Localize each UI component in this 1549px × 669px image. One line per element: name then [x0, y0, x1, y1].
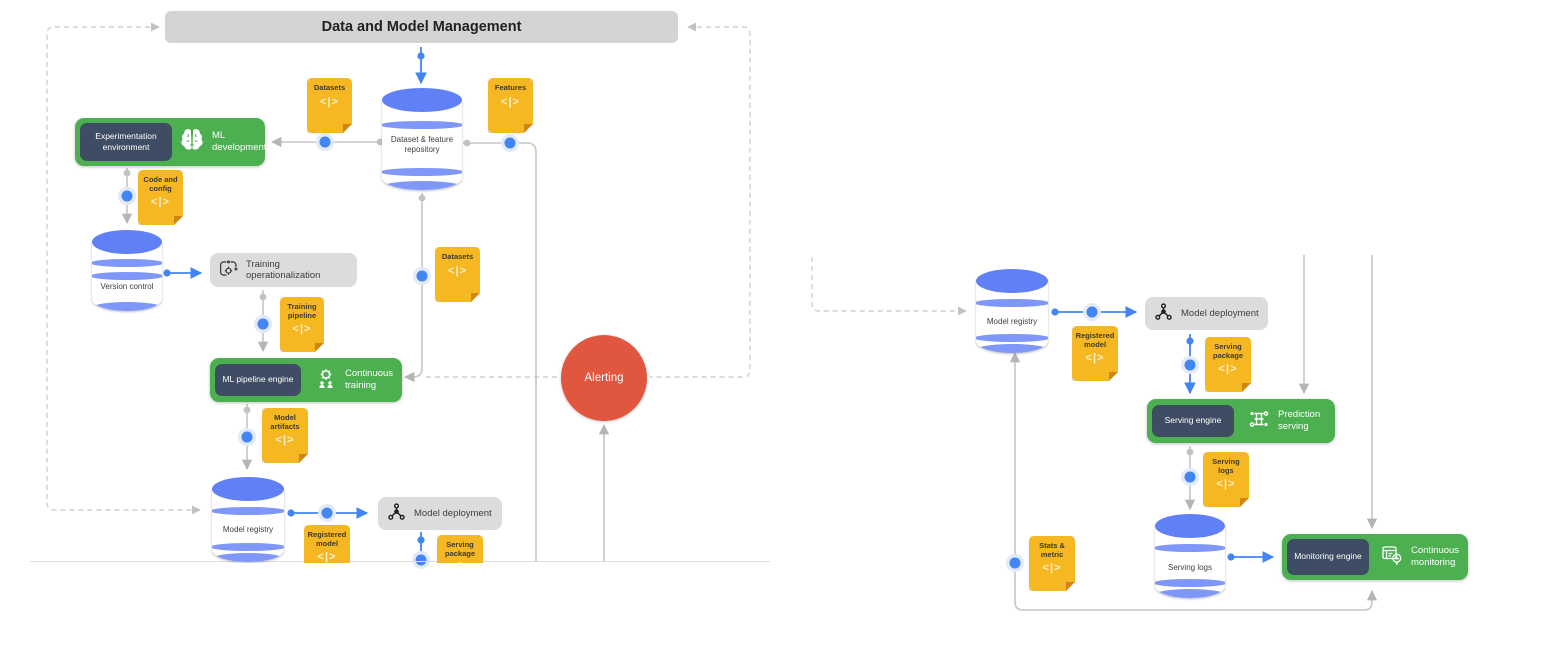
note-label: Datasets	[313, 83, 346, 92]
note-label: Registered model	[1075, 331, 1115, 349]
connector-dashed-into-model-registry-right	[811, 257, 967, 316]
db-cylinder-top	[212, 477, 284, 501]
db-cylinder-top	[976, 269, 1048, 293]
note-stats-metric: Stats & metric <|>	[1029, 536, 1075, 591]
note-features: Features <|>	[488, 78, 533, 133]
note-datasets-mid: Datasets <|>	[435, 247, 480, 302]
code-icon: <|>	[275, 434, 295, 447]
deployment-icon	[386, 502, 407, 526]
note-model-artifacts: Model artifacts <|>	[262, 408, 308, 463]
note-fold	[343, 124, 352, 133]
db-version-control: Version control	[92, 230, 162, 311]
note-label: Model artifacts	[270, 413, 300, 431]
node-prediction-serving: Serving engine Prediction serving	[1147, 399, 1335, 443]
note-serving-package-right: Serving package <|>	[1205, 337, 1251, 392]
note-training-pipeline: Training pipeline <|>	[280, 297, 324, 352]
node-continuous-monitoring: Monitoring engine Continuous monitoring	[1282, 534, 1468, 580]
node-label: Continuous monitoring	[1411, 545, 1460, 568]
connector-features-line	[463, 142, 537, 562]
title-data-and-model-management: Data and Model Management	[165, 11, 678, 43]
node-label: Alerting	[584, 372, 624, 384]
db-label: Model registry	[222, 525, 274, 534]
title-label: Data and Model Management	[321, 19, 522, 35]
chip-experimentation-environment: Experimentation environment	[80, 123, 172, 161]
note-label: Registered model	[307, 530, 347, 548]
db-cylinder-body: Dataset & feature repository	[382, 99, 462, 190]
pipeline-icon	[218, 258, 239, 282]
code-icon: <|>	[320, 95, 339, 108]
db-cylinder-top	[92, 230, 162, 254]
db-label: Model registry	[986, 316, 1038, 326]
note-label: Serving logs	[1212, 457, 1240, 475]
connector-repo-to-continuous-training	[403, 193, 423, 383]
code-icon: <|>	[1218, 363, 1238, 376]
node-model-deployment-left: Model deployment	[378, 497, 502, 530]
connector-dashed-alerting-to-title	[650, 22, 751, 378]
node-label: Model deployment	[1181, 308, 1259, 319]
serving-grid-icon	[1247, 407, 1271, 436]
monitoring-magnifier-icon	[1380, 543, 1404, 572]
db-label: Dataset & feature repository	[390, 135, 454, 155]
junction-dots	[118, 52, 1235, 572]
node-alerting: Alerting	[561, 335, 647, 421]
chip-monitoring-engine: Monitoring engine	[1287, 539, 1369, 575]
node-label: Prediction serving	[1278, 409, 1321, 432]
node-label: ML development	[212, 130, 267, 153]
deployment-icon	[1153, 302, 1174, 326]
note-label: Serving package	[444, 540, 476, 558]
connector-stats-loop	[1009, 351, 1378, 611]
code-icon: <|>	[439, 561, 481, 563]
note-label: Stats & metric	[1039, 541, 1065, 559]
note-code-and-config: Code and config <|>	[138, 170, 183, 225]
db-dataset-feature-repository: Dataset & feature repository	[382, 88, 462, 190]
db-cylinder-top	[1155, 514, 1225, 538]
note-label: Datasets	[441, 252, 474, 261]
db-model-registry-right: Model registry	[976, 269, 1048, 353]
code-icon: <|>	[1085, 352, 1105, 365]
note-fold	[315, 343, 324, 352]
left-diagram-page: Data and Model Management Experimentatio…	[0, 0, 780, 563]
node-label: Training operationalization	[246, 259, 321, 281]
code-icon: <|>	[317, 551, 337, 563]
code-icon: <|>	[501, 95, 520, 108]
note-label: Code and config	[143, 175, 178, 193]
note-fold	[174, 216, 183, 225]
note-label: Serving package	[1212, 342, 1244, 360]
db-label: Version control	[100, 281, 154, 291]
note-registered-model-left: Registered model <|>	[304, 525, 350, 563]
gear-people-icon	[314, 366, 338, 395]
note-fold	[471, 293, 480, 302]
chip-ml-pipeline-engine: ML pipeline engine	[215, 364, 301, 396]
db-label: Serving logs	[1167, 562, 1213, 572]
note-fold	[524, 124, 533, 133]
node-training-operationalization: Training operationalization	[210, 253, 357, 287]
node-continuous-training: ML pipeline engine Continuous training	[210, 358, 402, 402]
note-serving-package-left: Serving package <|>	[437, 535, 483, 563]
node-label: Continuous training	[345, 368, 394, 391]
db-cylinder-top	[382, 88, 462, 112]
db-serving-logs: Serving logs	[1155, 514, 1225, 598]
code-icon: <|>	[448, 264, 467, 277]
note-label: Training pipeline	[287, 302, 317, 320]
chip-serving-engine: Serving engine	[1152, 405, 1234, 437]
code-icon: <|>	[292, 323, 312, 336]
db-model-registry-left: Model registry	[212, 477, 284, 562]
code-icon: <|>	[151, 196, 170, 209]
note-fold	[299, 454, 308, 463]
note-serving-logs: Serving logs <|>	[1203, 452, 1249, 507]
note-registered-model-right: Registered model <|>	[1072, 326, 1118, 381]
code-icon: <|>	[1216, 478, 1236, 491]
node-model-deployment-right: Model deployment	[1145, 297, 1268, 330]
node-label: Model deployment	[414, 508, 492, 519]
node-ml-development: Experimentation environment ML developme…	[75, 118, 267, 166]
brain-icon	[179, 128, 205, 157]
note-datasets-top: Datasets <|>	[307, 78, 352, 133]
page-fold-line	[30, 561, 770, 562]
note-label: Features	[494, 83, 527, 92]
code-icon: <|>	[1042, 562, 1062, 575]
